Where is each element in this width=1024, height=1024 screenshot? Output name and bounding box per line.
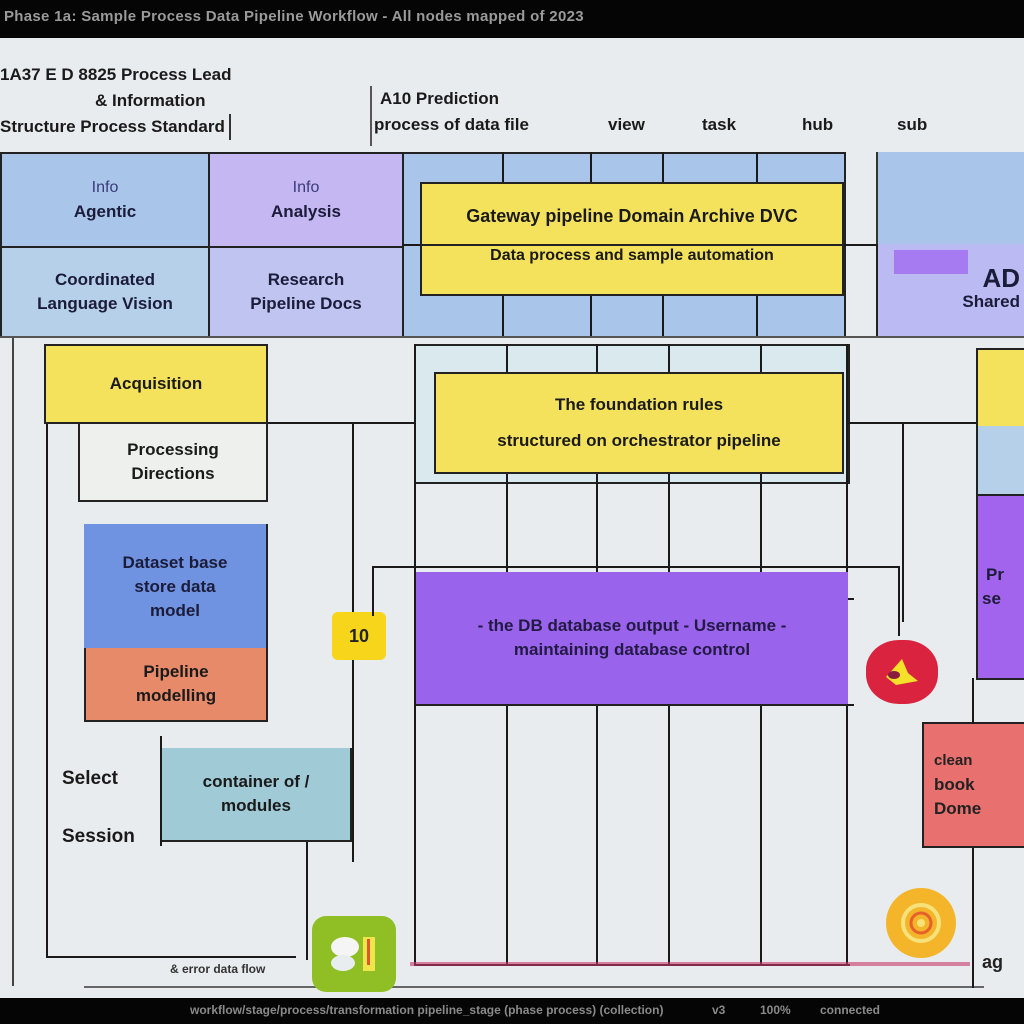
shared-cell-line1: AD — [982, 263, 1020, 293]
cell-coordinated-line1: Coordinated — [54, 270, 156, 289]
cell-agentic[interactable]: Info Agentic — [0, 152, 210, 248]
processing-line2: Directions — [131, 464, 215, 483]
header-right: A10 Prediction process of data file view… — [370, 86, 970, 146]
cell-analysis-label: Analysis — [271, 202, 341, 221]
gateway-banner[interactable]: Gateway pipeline Domain Archive DVC Data… — [420, 182, 844, 296]
database-box[interactable]: - the DB database output - Username - ma… — [416, 572, 848, 706]
pipeline-line2: modelling — [135, 686, 217, 705]
right-purple-line2: se — [982, 589, 1001, 608]
footer-note: & error data flow — [170, 962, 266, 976]
header-col-view[interactable]: view — [608, 115, 645, 134]
status-bar-left: workflow/stage/process/transformation pi… — [190, 1003, 664, 1017]
status-bar-right: connected — [820, 1003, 881, 1017]
cell-coordinated[interactable]: Coordinated Language Vision — [0, 246, 210, 338]
shared-cell-line2: Shared — [962, 292, 1020, 311]
right-blue-cell — [976, 426, 1024, 496]
cell-analysis-small: Info — [292, 179, 320, 196]
right-yellow-cell[interactable] — [976, 348, 1024, 428]
status-bar-zoom[interactable]: 100% — [760, 1003, 791, 1017]
foundation-box[interactable]: The foundation rules structured on orche… — [434, 372, 844, 474]
acquisition-box[interactable]: Acquisition — [44, 344, 268, 424]
header-right-subtitle: process of data file — [374, 115, 529, 134]
app-icon-glyph — [331, 937, 375, 971]
dataset-box[interactable]: Dataset base store data model — [84, 524, 268, 650]
processing-box[interactable]: Processing Directions — [78, 422, 268, 502]
clean-line2: book — [934, 775, 975, 794]
cell-analysis[interactable]: Info Analysis — [208, 152, 404, 248]
container-box[interactable]: container of / modules — [160, 748, 352, 842]
right-purple-box[interactable]: Pr se — [976, 494, 1024, 680]
cell-research[interactable]: Research Pipeline Docs — [208, 246, 404, 338]
dataset-line2: store data — [134, 577, 216, 596]
header-left: 1A37 E D 8825 Process Lead & Information… — [0, 62, 300, 142]
alert-icon[interactable] — [866, 640, 938, 704]
right-purple-line1: Pr — [986, 565, 1004, 584]
header-col-sub[interactable]: sub — [897, 115, 928, 134]
container-line1: container of / — [202, 772, 310, 791]
clean-book-box[interactable]: clean book Dome — [922, 722, 1024, 848]
session-label: Session — [62, 826, 135, 847]
right-footer-label: ag — [982, 952, 1004, 972]
left-border — [12, 338, 14, 986]
clean-line3: Dome — [934, 799, 982, 818]
clean-line1: clean — [934, 752, 973, 769]
cell-research-line2: Pipeline Docs — [250, 294, 362, 313]
cell-agentic-small: Info — [91, 179, 119, 196]
acquisition-label: Acquisition — [109, 374, 203, 393]
diagram-canvas: 1A37 E D 8825 Process Lead & Information… — [0, 38, 1024, 998]
foundation-line1: The foundation rules — [554, 395, 724, 414]
header-col-hub[interactable]: hub — [802, 115, 834, 134]
lock-icon-text: 10 — [348, 625, 370, 646]
cell-research-line1: Research — [267, 270, 345, 289]
top-right-cell[interactable] — [876, 152, 1024, 246]
pipeline-line1: Pipeline — [143, 662, 209, 681]
gateway-banner-line2: Data process and sample automation — [490, 247, 774, 264]
header-right-title: A10 Prediction — [380, 89, 500, 108]
dataset-line1: Dataset base — [122, 553, 228, 572]
window-title-bar: Phase 1a: Sample Process Data Pipeline W… — [0, 0, 1024, 38]
database-line2: maintaining database control — [513, 640, 751, 659]
select-label: Select — [62, 768, 118, 789]
status-bar: workflow/stage/process/transformation pi… — [0, 998, 1024, 1024]
lock-icon[interactable]: 10 — [332, 612, 386, 660]
header-line-1: 1A37 E D 8825 Process Lead — [0, 65, 232, 84]
alert-icon-glyph — [886, 659, 918, 685]
header-col-task[interactable]: task — [702, 115, 737, 134]
cell-coordinated-line2: Language Vision — [37, 294, 173, 313]
spiral-icon-glyph — [901, 903, 941, 943]
app-icon[interactable] — [312, 916, 396, 992]
gateway-banner-line1: Gateway pipeline Domain Archive DVC — [466, 206, 798, 226]
foundation-line2: structured on orchestrator pipeline — [497, 431, 781, 450]
pipeline-box[interactable]: Pipeline modelling — [84, 648, 268, 722]
database-line1: - the DB database output - Username - — [477, 616, 787, 635]
cell-agentic-label: Agentic — [73, 202, 137, 221]
processing-line1: Processing — [127, 440, 219, 459]
header-line-3: Structure Process Standard — [0, 114, 231, 140]
dataset-line3: model — [149, 601, 201, 620]
status-bar-mid: v3 — [712, 1003, 726, 1017]
header-line-2: & Information — [95, 91, 206, 110]
container-line2: modules — [221, 796, 291, 815]
spiral-icon[interactable] — [886, 888, 956, 958]
